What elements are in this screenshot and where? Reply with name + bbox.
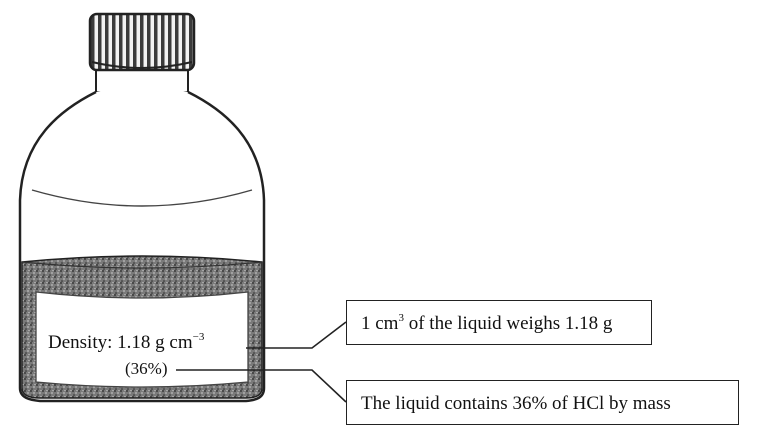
callout-box-percent: The liquid contains 36% of HCl by mass	[346, 380, 739, 425]
callout-bottom-text: The liquid contains 36% of HCl by mass	[361, 393, 671, 414]
bottle-neck	[95, 70, 189, 92]
callout-top-exponent: 3	[398, 312, 404, 324]
leader-line-percent	[176, 369, 347, 403]
callout-top-prefix: 1 cm	[361, 313, 399, 334]
bottle-label-panel	[35, 291, 249, 388]
callout-box-density: 1 cm3 of the liquid weighs 1.18 g	[346, 300, 652, 345]
shoulder-highlight	[31, 189, 253, 207]
callout-top-suffix: of the liquid weighs 1.18 g	[403, 313, 613, 334]
bottle-icon	[18, 70, 266, 403]
cap-ridged-top	[88, 12, 196, 72]
cap-base-rim	[91, 61, 193, 69]
leader-lines	[176, 321, 347, 403]
liquid-surface	[21, 261, 263, 269]
density-label: Density: 1.18 g cm−3	[48, 331, 205, 353]
screw-cap-icon	[88, 12, 196, 72]
density-prefix: Density: 1.18 g cm	[48, 332, 193, 353]
leader-line-density	[246, 321, 347, 349]
density-exponent: −3	[192, 331, 205, 343]
percent-label: (36%)	[125, 359, 168, 378]
